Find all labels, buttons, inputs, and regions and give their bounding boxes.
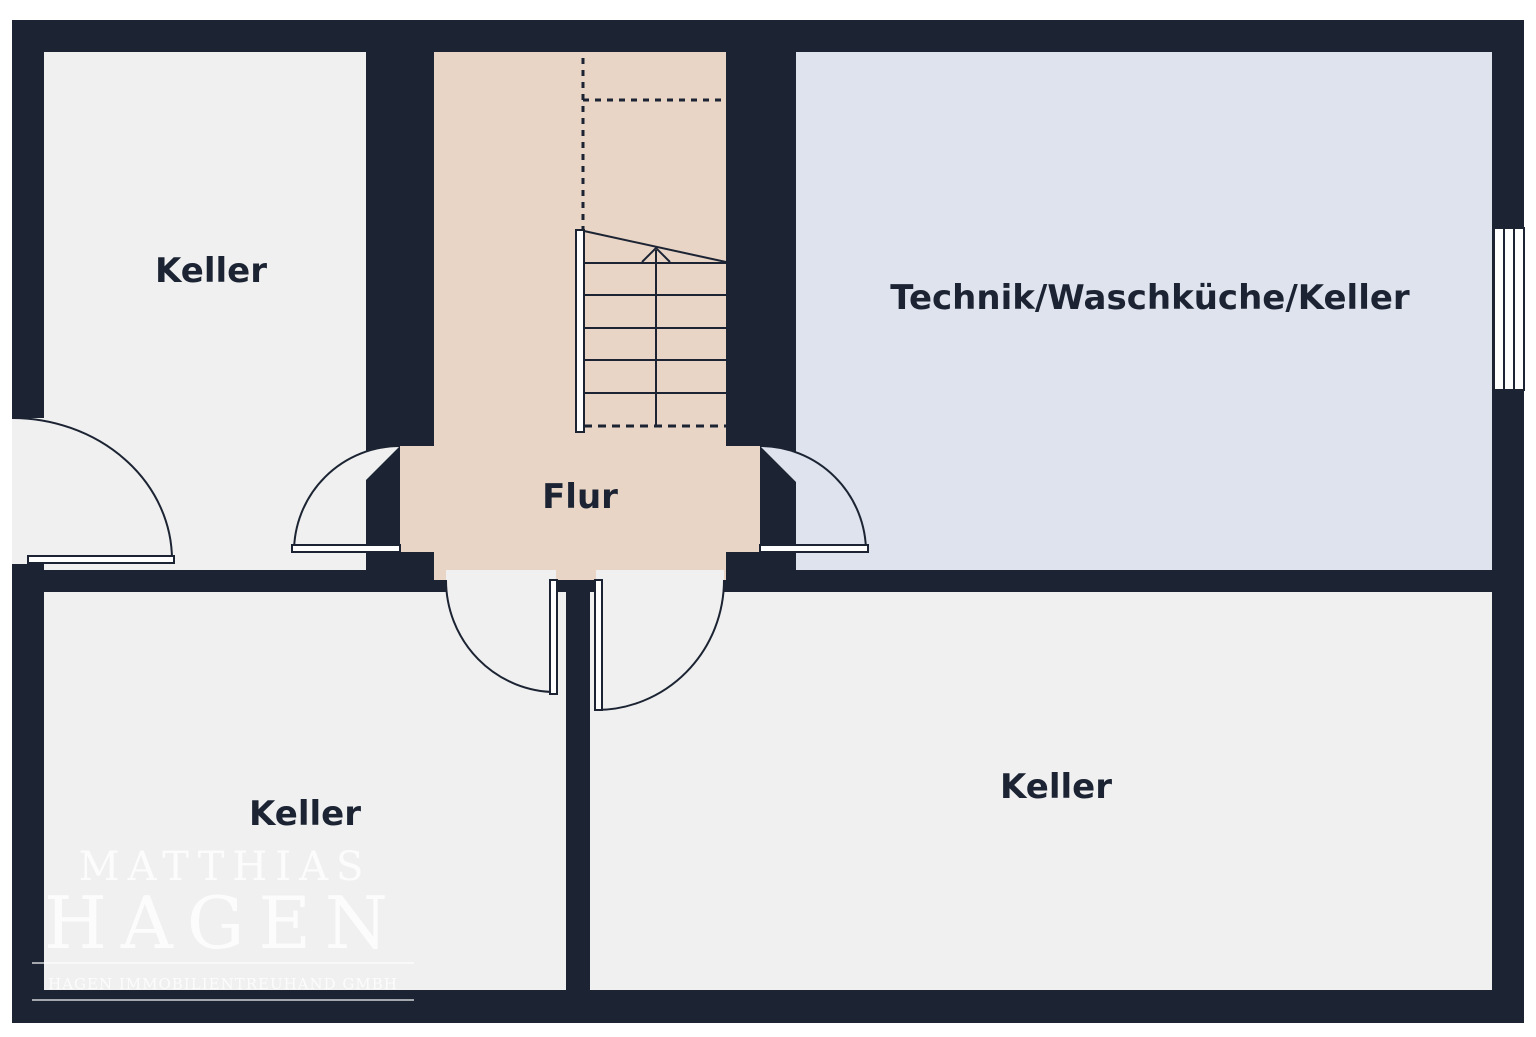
- room-label-keller-top-left: Keller: [155, 251, 267, 291]
- room-technik: [796, 52, 1492, 570]
- staircase: [575, 58, 727, 433]
- watermark-line2: HAGEN: [44, 881, 402, 965]
- watermark-line1: MATTHIAS: [79, 844, 372, 890]
- stair-arrow-icon: [641, 246, 671, 263]
- watermark-line3: HAGEN IMMOBILIENTREUHAND GMBH: [48, 975, 398, 993]
- door-leaf: [549, 579, 558, 695]
- door-swing: [11, 417, 173, 561]
- stair-line: [583, 230, 727, 263]
- room-label-flur: Flur: [542, 477, 618, 517]
- room-label-keller-bottom-left: Keller: [249, 794, 361, 834]
- door-leaf: [291, 544, 401, 553]
- window-right: [1493, 227, 1525, 391]
- door-leaf: [27, 555, 175, 564]
- room-label-technik: Technik/Waschküche/Keller: [890, 278, 1410, 318]
- door-swing: [595, 579, 725, 711]
- room-label-keller-bottom-right: Keller: [1000, 767, 1112, 807]
- door-swing: [445, 579, 557, 693]
- watermark-logo: MATTHIAS HAGEN HAGEN IMMOBILIENTREUHAND …: [32, 844, 414, 1001]
- room-keller-bottom-right: [590, 592, 1492, 990]
- door-swing: [293, 445, 401, 553]
- doors: [11, 417, 869, 711]
- door-leaf: [594, 579, 603, 711]
- door-leaf: [759, 544, 869, 553]
- door-opening-flur-bottom-right: [596, 570, 724, 594]
- door-opening-flur-bottom-left: [446, 570, 556, 594]
- door-swing: [759, 445, 867, 553]
- stair-railing: [575, 229, 585, 433]
